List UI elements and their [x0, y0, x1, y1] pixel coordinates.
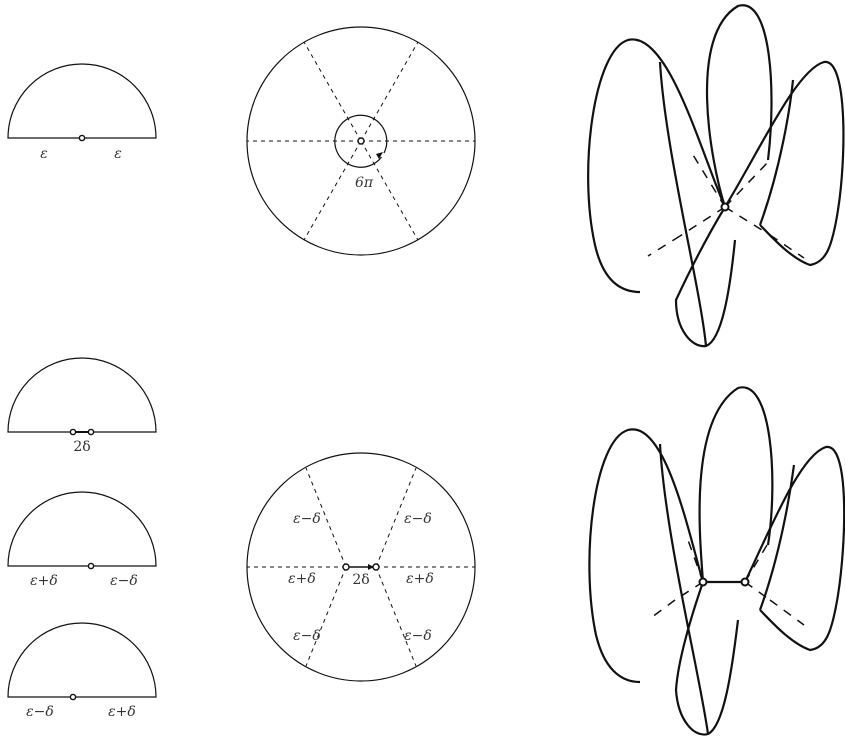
label-eps-plus-delta-r: ε+δ — [406, 571, 434, 587]
label-eps-minus-delta-bl: ε−δ — [293, 628, 321, 644]
hidden-edge — [689, 149, 726, 208]
hidden-edge — [744, 539, 771, 583]
surface-single-cone — [587, 4, 845, 348]
sector-ray — [305, 467, 347, 568]
label-six-pi: 6π — [355, 175, 374, 191]
hidden-edge — [687, 539, 704, 583]
label-eps-minus-delta-tr: ε−δ — [404, 511, 432, 527]
surface-outline — [674, 206, 737, 348]
half-disk-two-points: 2δ — [7, 357, 157, 455]
label-eps-minus-delta: ε−δ — [26, 704, 54, 720]
hidden-edge — [674, 581, 704, 601]
cone-point — [357, 137, 365, 145]
cone-point — [69, 428, 77, 436]
half-disk-outline — [7, 63, 157, 139]
label-eps-minus-delta: ε−δ — [110, 573, 138, 589]
label-eps-minus-delta-tl: ε−δ — [293, 511, 321, 527]
cone-point — [698, 577, 708, 587]
half-disk-shifted-right: ε+δ ε−δ — [7, 491, 157, 589]
cone-point — [720, 202, 730, 212]
hidden-edge — [647, 235, 681, 257]
sector-ray — [360, 140, 419, 241]
hidden-edge — [724, 206, 771, 236]
disk-split-sectors: 2δ ε−δ ε−δ ε+δ ε+δ ε−δ ε−δ — [246, 452, 476, 682]
surface-outline — [587, 38, 727, 294]
cone-point — [69, 693, 77, 701]
angle-arrowhead — [376, 152, 383, 159]
label-eps-plus-delta-l: ε+δ — [288, 571, 316, 587]
cone-point — [87, 428, 95, 436]
surface-outline — [588, 428, 705, 684]
surface-outline — [706, 4, 773, 208]
cone-point — [78, 134, 86, 142]
surface-two-cones — [588, 386, 845, 736]
sector-ray — [375, 566, 417, 667]
cone-point — [372, 563, 380, 571]
surface-fold — [658, 61, 708, 347]
half-disk-outline — [7, 357, 157, 433]
label-eps-plus-delta: ε+δ — [30, 573, 58, 589]
angle-arc — [334, 114, 388, 168]
label-eps-plus-delta: ε+δ — [108, 704, 136, 720]
label-eps-minus-delta-br: ε−δ — [404, 628, 432, 644]
hidden-edge — [769, 599, 805, 626]
label-two-delta: 2δ — [352, 572, 369, 588]
sector-ray — [303, 41, 362, 142]
half-disk-outline — [7, 491, 157, 567]
hidden-edge — [769, 234, 805, 259]
hidden-edge — [647, 599, 676, 621]
surface-outline — [674, 581, 740, 736]
sector-ray — [360, 41, 419, 142]
segment-arrowhead — [368, 564, 374, 570]
surface-fold — [758, 464, 796, 611]
hidden-edge — [744, 581, 771, 601]
sector-ray — [303, 140, 362, 241]
sector-ray — [375, 467, 417, 568]
half-disk-single-point: ε ε — [7, 63, 157, 162]
surface-outline — [744, 445, 845, 652]
disk-six-sectors: 6π — [246, 26, 476, 256]
hidden-edge — [679, 206, 726, 237]
label-eps-right: ε — [114, 146, 122, 162]
hidden-edge — [724, 159, 771, 208]
label-eps-left: ε — [40, 146, 48, 162]
surface-outline — [724, 60, 845, 267]
surface-fold — [758, 79, 795, 226]
half-disk-shifted-left: ε−δ ε+δ — [7, 622, 157, 720]
cone-point — [342, 563, 350, 571]
surface-fold — [658, 443, 710, 735]
cone-point — [87, 562, 95, 570]
sector-ray — [305, 566, 347, 667]
label-two-delta: 2δ — [73, 439, 90, 455]
surface-outline — [698, 386, 774, 583]
cone-point — [740, 577, 750, 587]
half-disk-outline — [7, 622, 157, 698]
